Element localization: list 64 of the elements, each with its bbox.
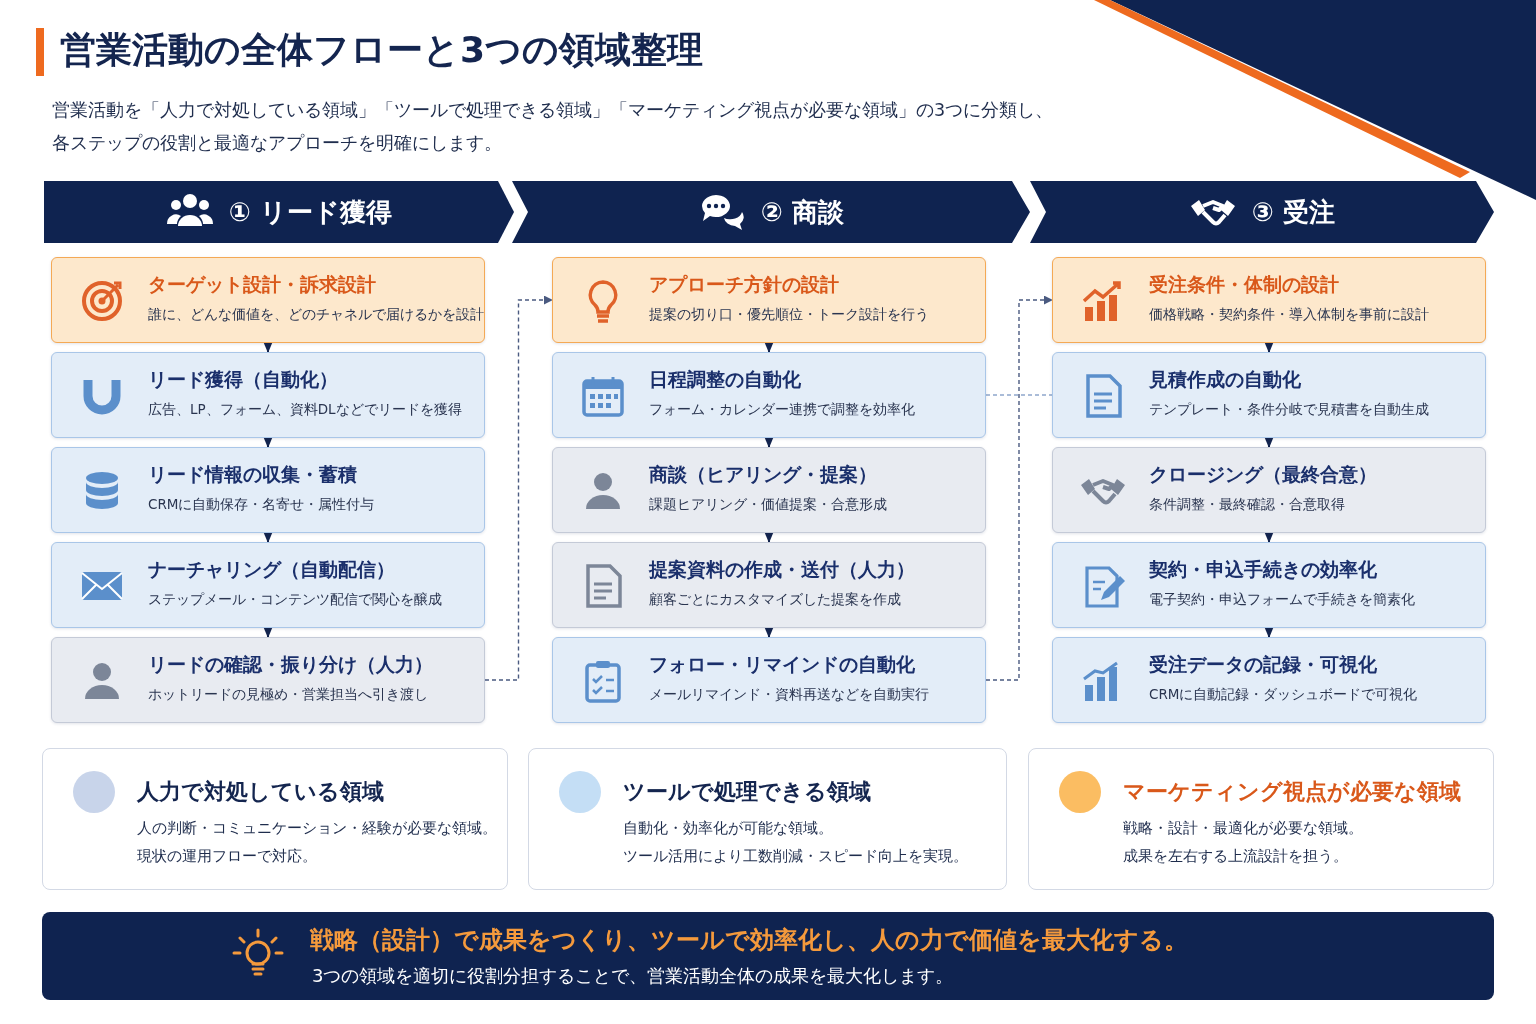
step-box — [552, 352, 986, 438]
dashed-connector — [484, 295, 553, 681]
legend-heading: 人力で対処している領域 — [137, 778, 384, 806]
step-description: テンプレート・条件分岐で見積書を自動生成 — [1149, 401, 1429, 419]
step-heading: ターゲット設計・訴求設計 — [148, 272, 376, 297]
summary-text: 3つの領域を適切に役割分担することで、営業活動全体の成果を最大化します。 — [312, 964, 954, 988]
step-box — [1052, 447, 1486, 533]
legend-heading: マーケティング視点が必要な領域 — [1123, 778, 1461, 806]
legend-description: ツール活用により工数削減・スピード向上を実現。 — [623, 847, 968, 866]
step-box — [1052, 352, 1486, 438]
step-box — [1052, 257, 1486, 343]
step-description: CRMに自動記録・ダッシュボードで可視化 — [1149, 686, 1418, 704]
step-heading: 商談（ヒアリング・提案） — [649, 462, 877, 487]
step-heading: リードの確認・振り分け（人力） — [148, 652, 433, 677]
step-description: 課題ヒアリング・価値提案・合意形成 — [649, 496, 887, 514]
step-description: ステップメール・コンテンツ配信で関心を醸成 — [148, 591, 442, 609]
step-heading: 提案資料の作成・送付（人力） — [649, 557, 915, 582]
legend-description: 現状の運用フローで対応。 — [137, 847, 317, 866]
step-description: ホットリードの見極め・営業担当へ引き渡し — [148, 686, 428, 704]
step-description: 電子契約・申込フォームで手続きを簡素化 — [1149, 591, 1415, 609]
step-description: フォーム・カレンダー連携で調整を効率化 — [649, 401, 915, 419]
phase-title: ② 商談 — [760, 195, 844, 229]
step-heading: ナーチャリング（自動配信） — [148, 557, 395, 582]
step-box — [51, 352, 485, 438]
step-box — [1052, 542, 1486, 628]
step-description: 提案の切り口・優先順位・トーク設計を行う — [649, 306, 929, 324]
step-description: 広告、LP、フォーム、資料DLなどでリードを獲得 — [148, 401, 462, 419]
summary-headline: 戦略（設計）で成果をつくり、ツールで効率化し、人の力で価値を最大化する。 — [310, 925, 1188, 956]
step-box — [51, 637, 485, 723]
step-description: CRMに自動保存・名寄せ・属性付与 — [148, 496, 375, 514]
legend-description: 成果を左右する上流設計を担う。 — [1123, 847, 1348, 866]
step-heading: 日程調整の自動化 — [649, 367, 801, 392]
step-box — [1052, 637, 1486, 723]
dashed-connector — [985, 295, 1053, 681]
dashed-connector — [985, 394, 1053, 396]
step-box — [51, 257, 485, 343]
step-description: 価格戦略・契約条件・導入体制を事前に設計 — [1149, 306, 1429, 324]
step-heading: フォロー・リマインドの自動化 — [649, 652, 915, 677]
step-box — [552, 542, 986, 628]
step-heading: 契約・申込手続きの効率化 — [1149, 557, 1377, 582]
step-box — [552, 637, 986, 723]
intro-text: 営業活動を「人力で対処している領域」「ツールで処理できる領域」「マーケティング視点が必要な領域」の3つに分類し、各ステップの役割と最適なアプローチを明確にします。 — [52, 99, 1055, 155]
legend-description: 自動化・効率化が可能な領域。 — [623, 819, 833, 838]
step-heading: リード情報の収集・蓄積 — [148, 462, 357, 487]
legend-description: 人の判断・コミュニケーション・経験が必要な領域。 — [137, 819, 497, 838]
step-heading: 受注条件・体制の設計 — [1149, 272, 1339, 297]
step-box — [51, 542, 485, 628]
step-heading: アプローチ方針の設計 — [649, 272, 839, 297]
phase-title: ① リード獲得 — [228, 195, 392, 229]
legend-description: 戦略・設計・最適化が必要な領域。 — [1123, 819, 1363, 838]
step-description: 顧客ごとにカスタマイズした提案を作成 — [649, 591, 901, 609]
step-box — [51, 447, 485, 533]
step-box — [552, 447, 986, 533]
step-description: 条件調整・最終確認・合意取得 — [1149, 496, 1345, 514]
title: 営業活動の全体フローと3つの領域整理 — [60, 28, 704, 72]
step-heading: 見積作成の自動化 — [1149, 367, 1301, 392]
step-heading: リード獲得（自動化） — [148, 367, 338, 392]
step-description: メールリマインド・資料再送などを自動実行 — [649, 686, 929, 704]
step-heading: クロージング（最終合意） — [1149, 462, 1377, 487]
legend-heading: ツールで処理できる領域 — [623, 778, 871, 806]
step-heading: 受注データの記録・可視化 — [1149, 652, 1377, 677]
phase-title: ③ 受注 — [1251, 195, 1335, 229]
step-description: 誰に、どんな価値を、どのチャネルで届けるかを設計 — [148, 306, 484, 324]
step-box — [552, 257, 986, 343]
